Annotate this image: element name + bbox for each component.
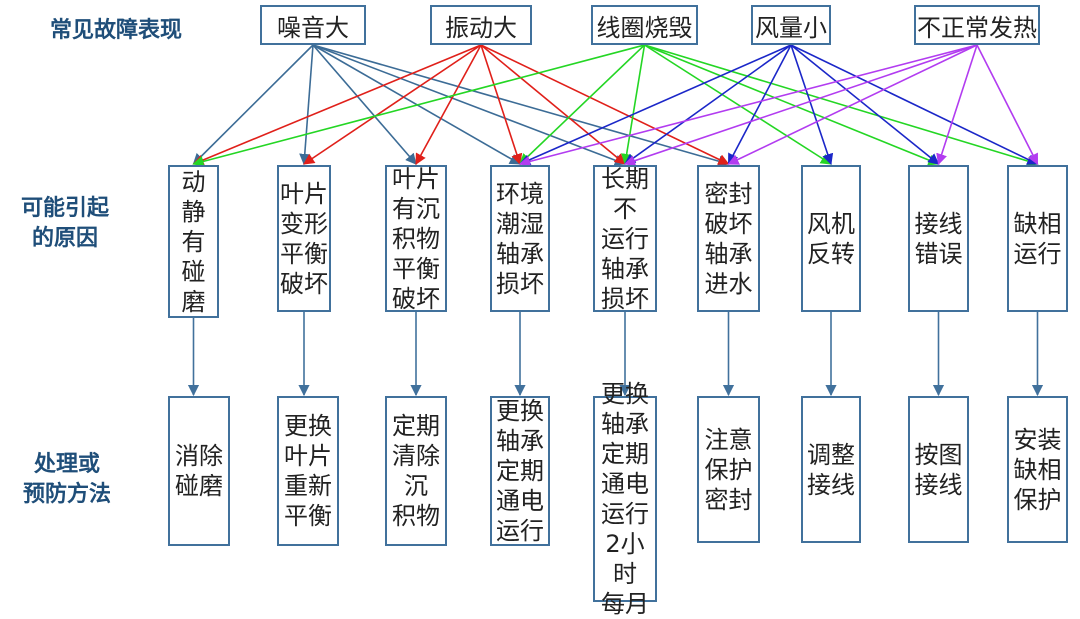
row-label-solutions: 处理或 预防方法 bbox=[22, 452, 111, 507]
arrow-s3-to-cause-4 bbox=[624, 44, 792, 165]
solution-box-1: 更换 叶片 重新 平衡 bbox=[277, 396, 339, 546]
solution-label: 按图 接线 bbox=[914, 440, 963, 499]
symptom-label: 线圈烧毁 bbox=[596, 13, 693, 42]
arrow-s2-to-cause-7 bbox=[644, 44, 940, 166]
arrow-s1-to-cause-4 bbox=[480, 44, 626, 165]
symptom-label: 振动大 bbox=[445, 13, 517, 42]
cause-box-0: 动静 有 碰磨 bbox=[168, 165, 219, 318]
symptom-label: 噪音大 bbox=[277, 13, 349, 42]
solution-box-7: 按图 接线 bbox=[908, 396, 969, 543]
arrow-s0-to-cause-2 bbox=[312, 44, 417, 165]
cause-label: 叶片 有沉 积物 平衡 破坏 bbox=[392, 164, 440, 313]
arrow-s4-to-cause-7 bbox=[936, 44, 978, 166]
arrow-s1-to-cause-2 bbox=[415, 44, 482, 165]
solution-box-2: 定期 清除 沉 积物 bbox=[385, 396, 447, 546]
symptom-box-s0: 噪音大 bbox=[260, 5, 366, 45]
arrow-s3-to-cause-6 bbox=[790, 44, 834, 166]
cause-label: 叶片 变形 平衡 破坏 bbox=[280, 179, 328, 298]
solution-box-6: 调整 接线 bbox=[801, 396, 861, 543]
solution-label: 注意 保护 密封 bbox=[704, 425, 753, 514]
solution-box-5: 注意 保护 密封 bbox=[697, 396, 760, 543]
cause-box-2: 叶片 有沉 积物 平衡 破坏 bbox=[385, 164, 447, 313]
arrow-s0-to-cause-5 bbox=[312, 44, 730, 167]
cause-box-4: 长期 不 运行 轴承 损坏 bbox=[593, 164, 657, 313]
cause-box-8: 缺相 运行 bbox=[1007, 165, 1068, 312]
cause-box-6: 风机 反转 bbox=[801, 165, 861, 312]
arrow-s0-to-cause-1 bbox=[299, 44, 314, 166]
cause-label: 密封 破坏 轴承 进水 bbox=[704, 179, 753, 298]
arrow-s3-to-cause-7 bbox=[790, 44, 940, 165]
solution-label: 调整 接线 bbox=[807, 440, 855, 499]
solution-label: 消除 碰磨 bbox=[175, 442, 223, 500]
row-label-symptoms: 常见故障表现 bbox=[49, 18, 182, 43]
symptom-box-s1: 振动大 bbox=[430, 5, 532, 45]
arrow-s4-to-cause-4 bbox=[623, 44, 978, 167]
arrow-s2-to-cause-6 bbox=[644, 44, 832, 165]
solution-label: 更换 轴承 定期 通电 运行 bbox=[496, 397, 544, 545]
arrow-s2-to-cause-3 bbox=[519, 44, 646, 165]
cause-box-1: 叶片 变形 平衡 破坏 bbox=[277, 165, 331, 312]
cause-label: 环境 潮湿 轴承 损坏 bbox=[496, 179, 544, 298]
arrow-s0-to-cause-0 bbox=[192, 44, 314, 165]
symptom-box-s2: 线圈烧毁 bbox=[591, 5, 698, 45]
solution-label: 更换 叶片 重新 平衡 bbox=[284, 412, 332, 530]
solution-box-3: 更换 轴承 定期 通电 运行 bbox=[490, 396, 550, 546]
solution-box-0: 消除 碰磨 bbox=[168, 396, 230, 546]
cause-label: 动静 有 碰磨 bbox=[181, 167, 206, 316]
symptom-label: 风量小 bbox=[755, 13, 827, 42]
arrow-s1-to-cause-1 bbox=[303, 44, 482, 165]
arrow-s2-to-cause-8 bbox=[644, 44, 1039, 167]
cause-box-3: 环境 潮湿 轴承 损坏 bbox=[490, 165, 550, 312]
cause-box-7: 接线 错误 bbox=[908, 165, 969, 312]
solution-box-8: 安装 缺相 保护 bbox=[1007, 396, 1068, 543]
row-label-causes: 可能引起 的原因 bbox=[20, 196, 109, 251]
arrow-s3-to-cause-3 bbox=[518, 44, 792, 166]
cause-label: 长期 不 运行 轴承 损坏 bbox=[601, 164, 649, 313]
cause-label: 风机 反转 bbox=[807, 209, 855, 268]
arrow-s4-to-cause-8 bbox=[976, 44, 1039, 165]
arrow-s1-to-cause-3 bbox=[480, 44, 523, 166]
arrow-s4-to-cause-3 bbox=[518, 44, 978, 167]
arrow-s2-to-cause-4 bbox=[621, 44, 646, 166]
arrow-s2-to-cause-0 bbox=[192, 44, 645, 167]
cause-box-5: 密封 破坏 轴承 进水 bbox=[697, 165, 760, 312]
symptom-box-s4: 不正常发热 bbox=[914, 5, 1040, 45]
cause-label: 接线 错误 bbox=[914, 209, 963, 268]
arrow-s0-to-cause-4 bbox=[312, 44, 627, 166]
solution-label: 安装 缺相 保护 bbox=[1013, 425, 1062, 514]
cause-label: 缺相 运行 bbox=[1013, 209, 1062, 268]
solution-label: 更换 轴承 定期 通电 运行 2小时 每月 bbox=[601, 380, 649, 618]
symptom-label: 不正常发热 bbox=[917, 13, 1037, 42]
solution-label: 定期 清除 沉 积物 bbox=[392, 412, 440, 530]
arrow-s4-to-cause-5 bbox=[727, 44, 978, 165]
solution-box-4: 更换 轴承 定期 通电 运行 2小时 每月 bbox=[593, 380, 657, 618]
symptom-box-s3: 风量小 bbox=[751, 5, 831, 45]
arrow-s3-to-cause-8 bbox=[790, 44, 1039, 165]
arrow-s3-to-cause-5 bbox=[727, 44, 792, 165]
arrow-s1-to-cause-5 bbox=[480, 44, 730, 165]
arrow-s1-to-cause-0 bbox=[192, 44, 482, 166]
